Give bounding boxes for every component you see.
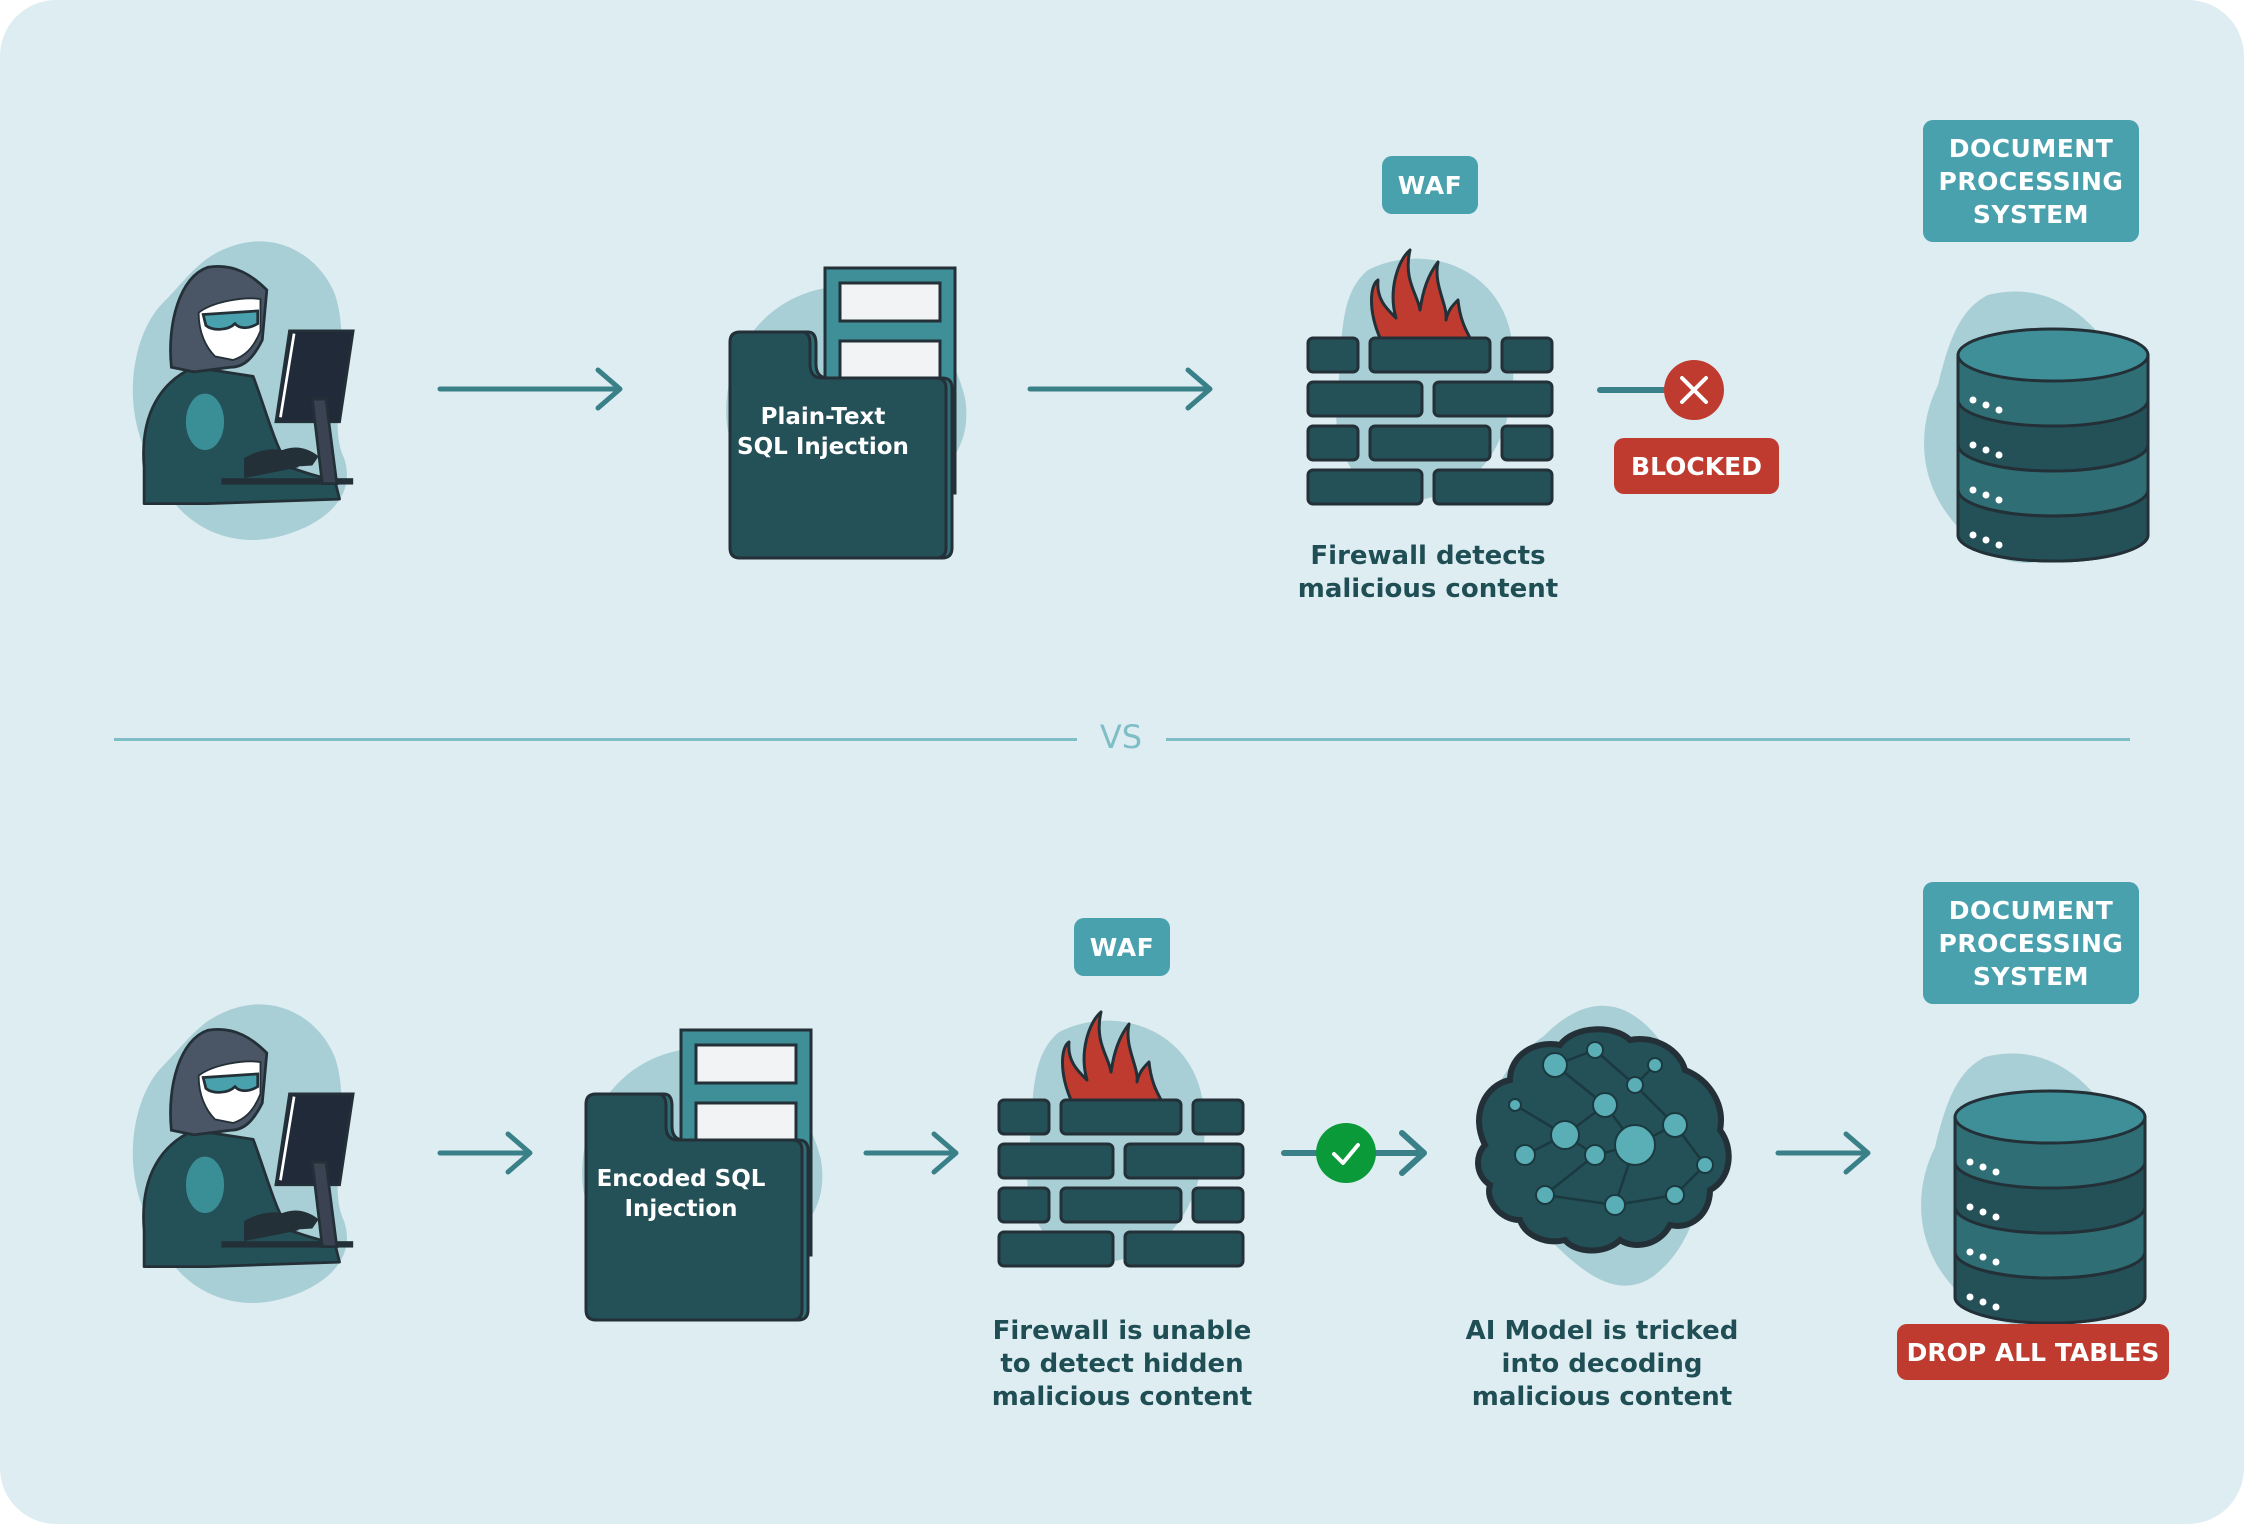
divider-right [1166, 738, 2130, 741]
payload-label: Plain-Text SQL Injection [737, 404, 909, 460]
arrow-icon [863, 1131, 959, 1175]
hacker-at-computer-icon [131, 239, 355, 542]
blocked-badge: BLOCKED [1614, 438, 1779, 494]
arrow-icon [1027, 367, 1213, 411]
firewall-caption: Firewall detects malicious content [1297, 541, 1559, 604]
payload-label: Encoded SQL Injection [596, 1166, 766, 1222]
hacker-at-computer-icon [131, 1002, 355, 1305]
firewall-icon [1306, 248, 1554, 506]
ai-model-caption: AI Model is tricked into decoding malici… [1465, 1316, 1739, 1412]
arrow-icon [437, 367, 623, 411]
firewall-caption: Firewall is unable to detect hidden mali… [991, 1316, 1253, 1412]
check-circle-icon [1281, 1123, 1427, 1183]
vs-label: VS [1099, 718, 1143, 756]
waf-tag: WAF [1074, 918, 1170, 976]
x-circle-icon [1597, 360, 1724, 420]
document-processing-system-tag: DOCUMENT PROCESSING SYSTEM [1923, 120, 2139, 242]
database-icon [1919, 1052, 2147, 1327]
neural-brain-icon [1475, 1005, 1732, 1286]
waf-tag: WAF [1382, 156, 1478, 214]
drop-all-tables-badge: DROP ALL TABLES [1897, 1324, 2169, 1380]
divider-left [114, 738, 1077, 741]
database-icon [1922, 290, 2150, 565]
arrow-icon [437, 1131, 533, 1175]
arrow-icon [1775, 1131, 1871, 1175]
document-processing-system-tag: DOCUMENT PROCESSING SYSTEM [1923, 882, 2139, 1004]
firewall-icon [997, 1010, 1245, 1268]
